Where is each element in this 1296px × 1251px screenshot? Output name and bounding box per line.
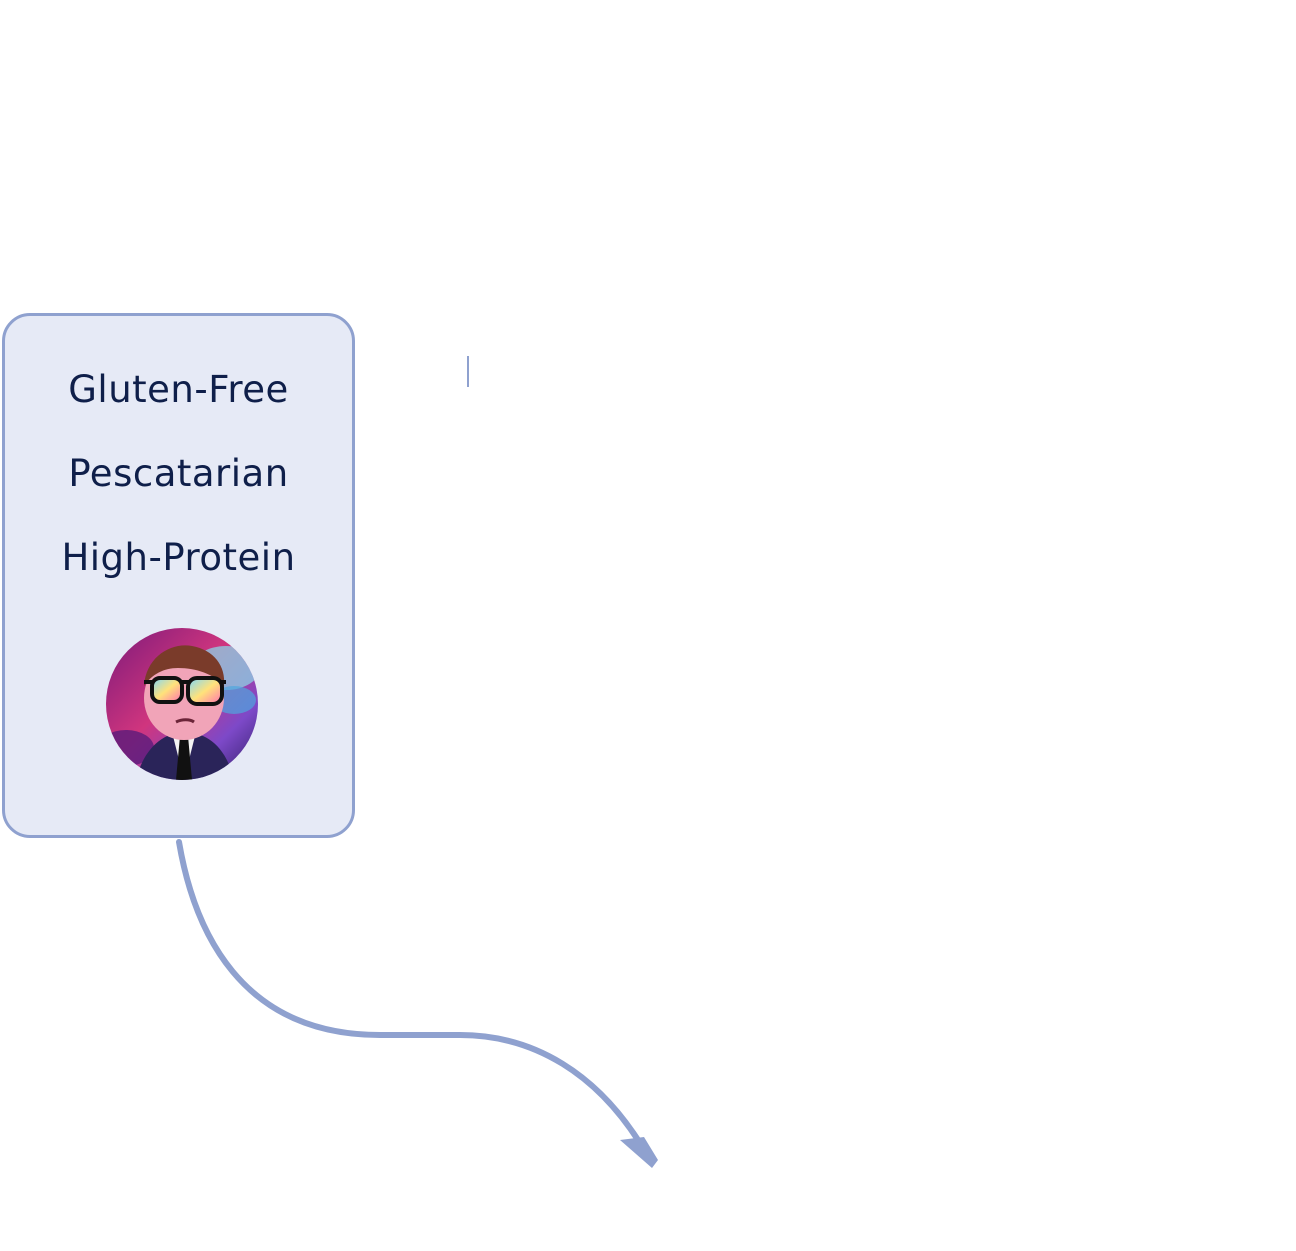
- tag-gluten-free: Gluten-Free: [68, 368, 289, 411]
- avatar-image: [106, 628, 258, 780]
- text-cursor: [467, 356, 469, 387]
- tag-pescatarian: Pescatarian: [68, 452, 289, 495]
- avatar[interactable]: [106, 628, 258, 780]
- diet-tags-card[interactable]: Gluten-Free Pescatarian High-Protein: [2, 313, 355, 838]
- tag-high-protein: High-Protein: [61, 536, 296, 579]
- arrowhead-icon: [620, 1137, 658, 1168]
